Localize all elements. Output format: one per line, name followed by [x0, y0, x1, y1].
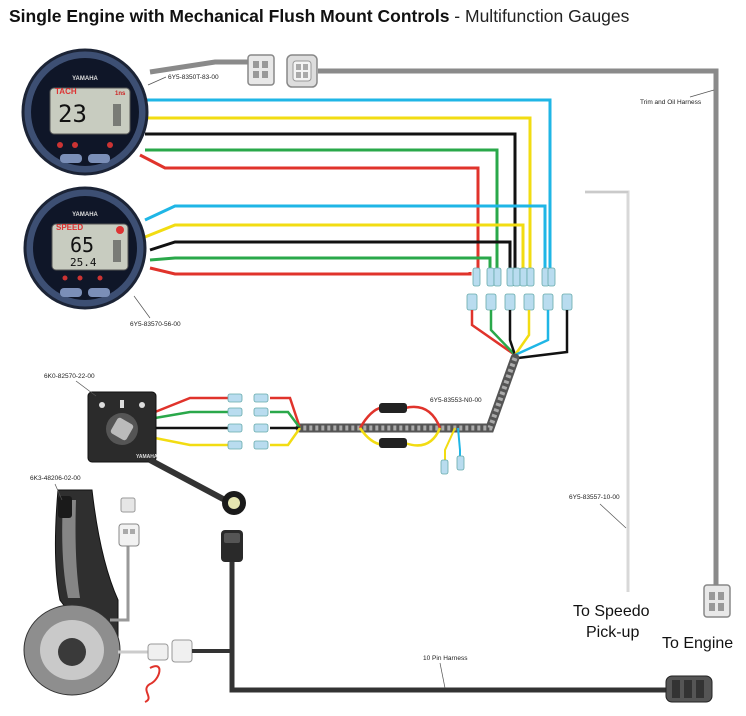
control-part-number: 6K3-48206-02-00: [30, 475, 81, 482]
tach-mode-indicator: 1ns: [115, 91, 126, 97]
tach-wire-red: [139, 153, 480, 272]
main-harness-braid: [295, 353, 520, 433]
speedo-line-part-number: 6Y5-83557-10-00: [569, 494, 620, 501]
tach-wire-black: [145, 132, 517, 272]
speedo-wires: [144, 204, 547, 276]
to-speedo-label-line1: To Speedo: [573, 603, 650, 620]
speedo-wire-yellow: [144, 223, 525, 272]
speedo-button-right[interactable]: [88, 288, 110, 297]
lanyard-cord: [144, 665, 161, 703]
control-harness-plugs: [147, 639, 193, 663]
speedo-wire-black: [149, 240, 512, 272]
speedo-pickup-line: [585, 190, 630, 592]
control-small-connector: [118, 497, 140, 547]
ten-pin-harness-label: 10 Pin Harness: [423, 655, 468, 662]
engine-connector: [703, 584, 731, 618]
harness-part-number: 6Y5-83553-N0-00: [430, 397, 482, 404]
speedo-brand: YAMAHA: [72, 212, 98, 218]
trim-connector-b: [286, 54, 318, 88]
trim-oil-harness-label: Trim and Oil Harness: [640, 99, 702, 106]
speedo-sub-reading: 25.4: [70, 256, 97, 269]
terminal-row-lower: [466, 293, 573, 311]
diagram-title: Single Engine with Mechanical Flush Moun…: [9, 6, 629, 27]
tach-part-number: 6Y5-8350T-83-00: [168, 74, 219, 81]
tach-reading: 23: [58, 100, 87, 128]
trim-oil-harness-cable: [149, 59, 250, 75]
inline-connector-bottom: [379, 438, 407, 448]
tach-button-left[interactable]: [60, 154, 82, 163]
ten-pin-harness-cable: [229, 562, 672, 693]
title-separator: -: [449, 6, 465, 26]
terminal-row-upper: [472, 267, 556, 287]
tach-wires: [139, 98, 552, 272]
speedo-gauge: YAMAHA SPEED 65 25.4: [23, 186, 147, 310]
control-lever: [23, 489, 121, 696]
ten-pin-engine-connector: [665, 675, 713, 703]
speedo-button-left[interactable]: [60, 288, 82, 297]
trim-connector-a: [247, 54, 275, 86]
to-engine-label: To Engine: [662, 635, 733, 652]
inline-connector-top: [379, 403, 407, 413]
speedo-part-number: 6Y5-83570-56-00: [130, 321, 181, 328]
tach-gauge: YAMAHA TACH 1ns 23: [21, 48, 149, 176]
switch-panel-wires: [154, 396, 302, 447]
speedo-mode-label: SPEED: [56, 223, 83, 232]
tach-wire-cyan: [145, 98, 552, 272]
to-speedo-label-line2: Pick-up: [586, 624, 639, 641]
tach-mode-label: TACH: [55, 87, 77, 96]
tach-wire-green: [145, 148, 499, 272]
speedo-wire-red: [149, 266, 472, 276]
switch-panel-brand: YAMAHA: [136, 454, 158, 460]
title-main: Single Engine with Mechanical Flush Moun…: [9, 6, 450, 26]
switch-panel-terminals: [227, 393, 269, 450]
switch-panel-part-number: 6K0-82570-22-00: [44, 373, 95, 380]
harness-fanout: [470, 310, 569, 360]
tach-button-right[interactable]: [88, 154, 110, 163]
tach-brand: YAMAHA: [72, 76, 98, 82]
title-sub: Multifunction Gauges: [465, 6, 630, 26]
speedo-wire-green: [149, 256, 492, 272]
switch-panel: YAMAHA: [87, 391, 158, 463]
tach-wire-yellow: [145, 116, 532, 272]
speedo-wire-cyan: [144, 204, 547, 272]
switch-panel-cable: [148, 457, 227, 503]
round-connector: [222, 491, 246, 515]
ten-pin-plug: [221, 530, 243, 562]
trim-oil-harness-cable-main: [318, 68, 719, 585]
control-grey-cable: [110, 545, 130, 622]
speedo-reading: 65: [70, 233, 94, 257]
